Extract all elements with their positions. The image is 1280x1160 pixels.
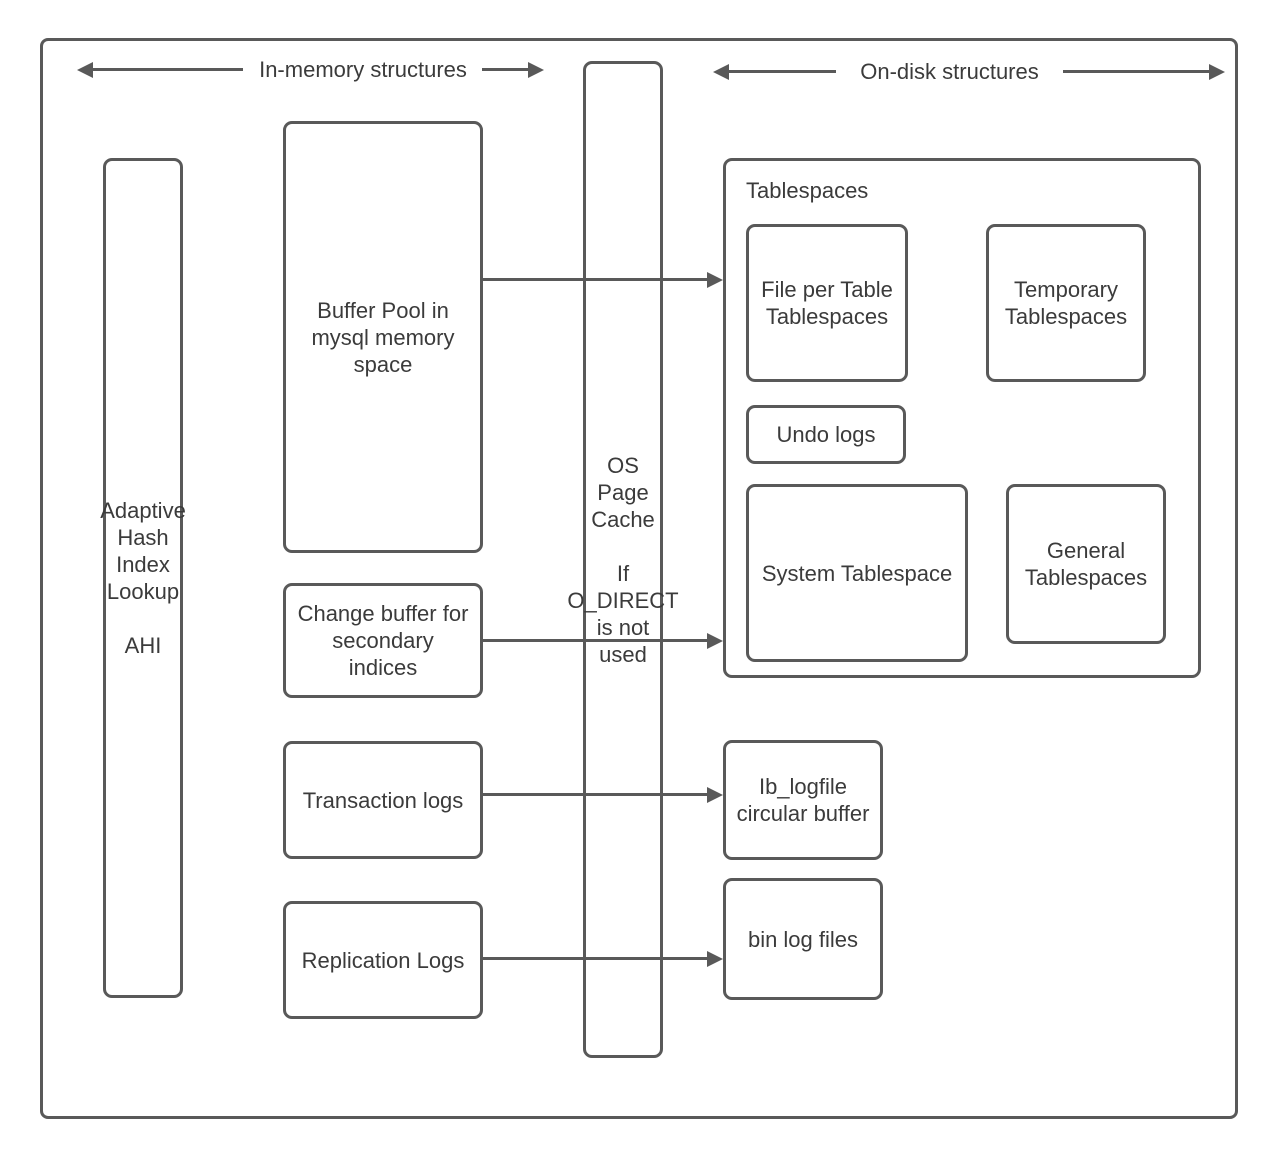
node-transaction-logs: Transaction logs (283, 741, 483, 859)
diagram-frame: In-memory structures On-disk structures … (40, 38, 1238, 1119)
adaptive-hash-index-label: Adaptive Hash Index Lookup AHI (100, 498, 186, 658)
temporary-tablespaces-label: Temporary Tablespaces (1004, 277, 1128, 329)
node-buffer-pool: Buffer Pool in mysql memory space (283, 121, 483, 553)
node-change-buffer: Change buffer for secondary indices (283, 583, 483, 698)
arrow-on-disk-right-head-icon (1209, 64, 1225, 80)
node-file-per-table-tablespaces: File per Table Tablespaces (746, 224, 908, 382)
bin-log-files-label: bin log files (747, 926, 859, 952)
ib-logfile-label: Ib_logfile circular buffer (736, 774, 870, 826)
node-system-tablespace: System Tablespace (746, 484, 968, 662)
in-memory-structures-label: In-memory structures (259, 57, 467, 82)
node-general-tablespaces: General Tablespaces (1006, 484, 1166, 644)
general-tablespaces-label: General Tablespaces (1024, 538, 1148, 590)
node-temporary-tablespaces: Temporary Tablespaces (986, 224, 1146, 382)
node-ib-logfile: Ib_logfile circular buffer (723, 740, 883, 860)
system-tablespace-label: System Tablespace (761, 560, 953, 586)
arrow-on-disk-right-line (1063, 70, 1211, 73)
group-tablespaces: Tablespaces File per Table Tablespaces T… (723, 158, 1201, 678)
arrow-buffer-pool-to-tablespaces-line (483, 278, 709, 281)
replication-logs-label: Replication Logs (301, 947, 465, 973)
arrow-replication-logs-to-bin-log-line (483, 957, 709, 960)
node-undo-logs: Undo logs (746, 405, 906, 464)
transaction-logs-label: Transaction logs (302, 787, 464, 813)
buffer-pool-label: Buffer Pool in mysql memory space (311, 297, 455, 377)
arrow-replication-logs-to-bin-log-head-icon (707, 951, 723, 967)
arrow-in-memory-right-line (482, 68, 530, 71)
arrow-in-memory-left-line (91, 68, 243, 71)
arrow-in-memory-left-head-icon (77, 62, 93, 78)
arrow-in-memory-right-head-icon (528, 62, 544, 78)
arrow-transaction-logs-to-ib-logfile-head-icon (707, 787, 723, 803)
arrow-on-disk-left-head-icon (713, 64, 729, 80)
os-page-cache-label: OS Page Cache If O_DIRECT is not used (567, 452, 679, 667)
arrow-on-disk-left-line (727, 70, 836, 73)
arrow-change-buffer-to-tablespaces-head-icon (707, 633, 723, 649)
arrow-buffer-pool-to-tablespaces-head-icon (707, 272, 723, 288)
change-buffer-label: Change buffer for secondary indices (297, 601, 469, 680)
tablespaces-title: Tablespaces (746, 178, 869, 203)
arrow-transaction-logs-to-ib-logfile-line (483, 793, 709, 796)
arrow-change-buffer-to-tablespaces-line (483, 639, 709, 642)
node-replication-logs: Replication Logs (283, 901, 483, 1019)
node-adaptive-hash-index: Adaptive Hash Index Lookup AHI (100, 158, 186, 998)
undo-logs-label: Undo logs (776, 422, 876, 447)
node-bin-log-files: bin log files (723, 878, 883, 1000)
on-disk-structures-label: On-disk structures (860, 59, 1039, 84)
node-os-page-cache: OS Page Cache If O_DIRECT is not used (567, 61, 679, 1058)
file-per-table-label: File per Table Tablespaces (761, 277, 893, 329)
